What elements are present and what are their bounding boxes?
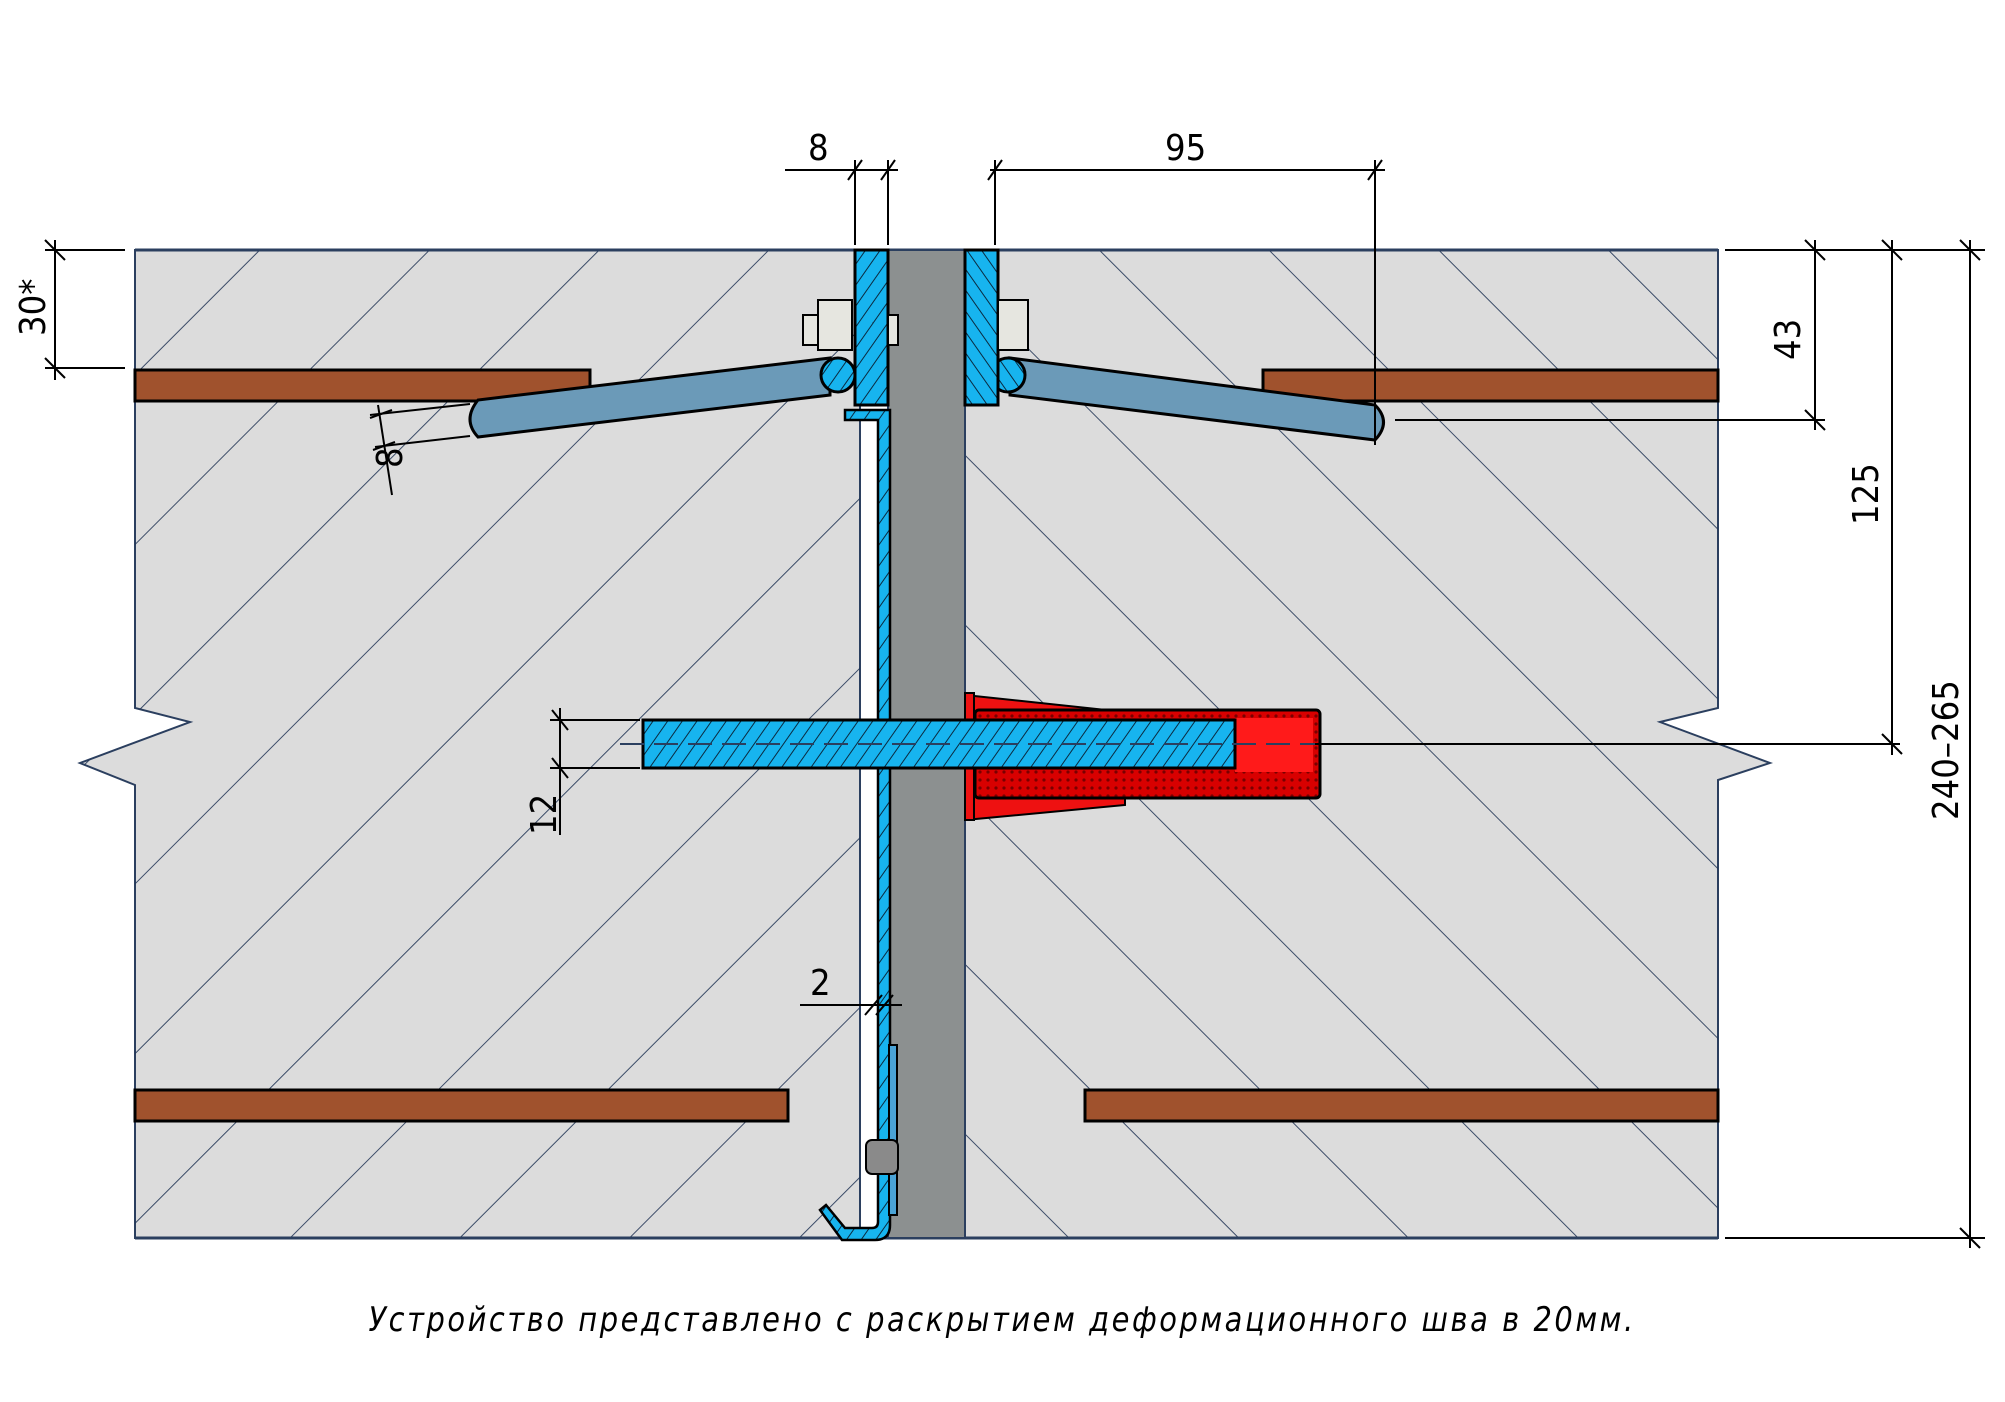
dim-cover-depth — [44, 239, 125, 380]
anchor-left — [468, 356, 832, 439]
sheet-clamp-strip — [888, 1044, 898, 1216]
dim-anchor-depth — [1395, 239, 1826, 431]
dim-sheet-thickness-label: 2 — [810, 963, 831, 1004]
dim-pin-diameter — [550, 708, 640, 835]
dim-plate-thickness — [785, 159, 898, 245]
dim-cover-depth-label: 30* — [13, 279, 54, 336]
dim-pin-depth — [1315, 239, 1903, 755]
dim-anchor-diameter-label: 8 — [370, 447, 411, 468]
drawing-caption: Устройство представлено с раскрытием деф… — [368, 1300, 1636, 1340]
left-concrete-slab — [77, 249, 861, 1239]
anchor-weld-left — [819, 356, 857, 394]
rebar-top-right — [1261, 368, 1720, 403]
dim-pin-depth-label: 125 — [1846, 463, 1887, 525]
rebar-bottom-left — [133, 1088, 790, 1123]
steel-plate-right — [963, 248, 1000, 407]
bolt-nut-left — [802, 299, 899, 351]
steel-plate-left — [853, 248, 890, 407]
sheet-clamp-nut — [865, 1139, 899, 1175]
dim-anchor-offset — [987, 159, 1385, 445]
dim-slab-thickness — [1725, 239, 1985, 1249]
rebar-bottom-right — [1083, 1088, 1720, 1123]
dim-pin-diameter-label: 12 — [524, 794, 565, 835]
dim-plate-thickness-label: 8 — [808, 128, 829, 169]
dim-anchor-offset-label: 95 — [1165, 128, 1206, 169]
dim-sheet-thickness — [800, 994, 902, 1016]
dim-anchor-depth-label: 43 — [1768, 319, 1809, 360]
dim-anchor-diameter — [369, 403, 471, 496]
dim-slab-thickness-label: 240–265 — [1926, 680, 1967, 820]
bolt-nut-right — [997, 299, 1029, 351]
